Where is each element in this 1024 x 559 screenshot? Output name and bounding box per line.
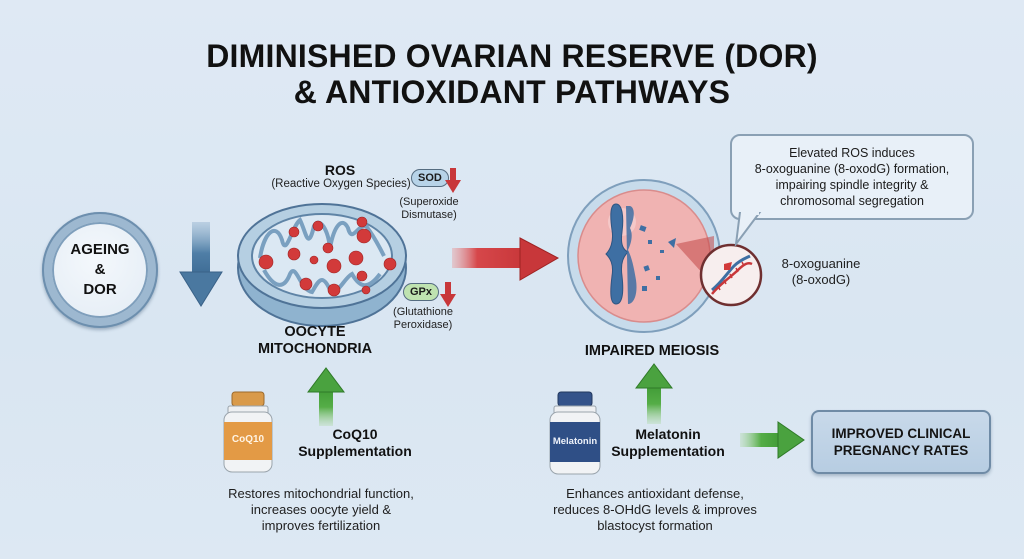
ros-particles — [258, 216, 397, 297]
coq10-up-arrow-icon — [307, 367, 345, 426]
ros-particle — [326, 258, 342, 274]
dna-damage-label: 8-oxoguanine (8-oxodG) — [766, 256, 876, 288]
ros-subtitle: (Reactive Oxygen Species) — [271, 178, 411, 190]
coq10-title: CoQ10 Supplementation — [290, 426, 420, 460]
ros-particle — [356, 228, 372, 244]
coq10-bottle-icon — [223, 391, 273, 473]
melatonin-bottle-label: Melatonin — [552, 436, 598, 447]
melatonin-title: Melatonin Supplementation — [598, 426, 738, 460]
callout-line-2: 8-oxoguanine (8-oxodG) formation, — [754, 162, 950, 176]
coq10-desc-line-3: improves fertilization — [261, 518, 381, 533]
coq10-desc-line-1: Restores mitochondrial function, — [228, 486, 414, 501]
gpx-name-line-1: (Glutathione — [393, 306, 453, 318]
dor-text: DOR — [83, 281, 117, 298]
ros-effect-callout: Elevated ROS induces 8-oxoguanine (8-oxo… — [730, 134, 974, 220]
melatonin-description: Enhances antioxidant defense, reduces 8-… — [520, 486, 790, 534]
title-line-2: & ANTIOXIDANT PATHWAYS — [293, 74, 731, 110]
melatonin-desc-line-2: reduces 8-OHdG levels & improves — [553, 502, 757, 517]
ros-particle — [299, 277, 313, 291]
coq10-description: Restores mitochondrial function, increas… — [196, 486, 446, 534]
ros-particle — [309, 255, 319, 265]
coq10-desc-line-2: increases oocyte yield & — [250, 502, 392, 517]
mitochondrion-illustration — [237, 203, 407, 327]
gpx-decrease-arrow-icon — [440, 282, 456, 307]
coq10-title-line-1: CoQ10 — [332, 426, 378, 442]
ageing-dor-label: AGEING & DOR — [52, 222, 148, 318]
ros-particle — [348, 250, 364, 266]
callout-line-1: Elevated ROS induces — [789, 146, 915, 160]
impaired-meiosis-label: IMPAIRED MEIOSIS — [584, 343, 720, 359]
ros-particle — [383, 257, 397, 271]
ageing-dor-node: AGEING & DOR — [42, 212, 158, 328]
sod-name-line-1: (Superoxide — [399, 196, 459, 208]
mito-label-line-2: MITOCHONDRIA — [257, 341, 373, 357]
oocyte-illustration — [567, 179, 721, 333]
right-arrow-icon — [452, 237, 560, 281]
ros-particle — [287, 247, 301, 261]
callout-line-3: impairing spindle integrity & — [775, 178, 929, 192]
ros-title: ROS — [324, 162, 356, 178]
ros-particle — [327, 283, 341, 297]
diagram-title: DIMINISHED OVARIAN RESERVE (DOR) & ANTIO… — [0, 38, 1024, 110]
melatonin-title-line-2: Supplementation — [611, 443, 725, 459]
ros-particle — [312, 220, 324, 232]
ros-particle — [288, 226, 300, 238]
mitochondria-label: OOCYTE MITOCHONDRIA — [240, 324, 390, 358]
ros-particle — [258, 254, 274, 270]
ros-particle — [356, 216, 368, 228]
sod-badge: SOD — [411, 169, 449, 187]
coq10-bottle-label: CoQ10 — [231, 434, 265, 445]
melatonin-up-arrow-icon — [635, 363, 673, 424]
gpx-fullname: (Glutathione Peroxidase) — [380, 306, 466, 332]
down-arrow-icon — [179, 222, 223, 307]
melatonin-desc-line-1: Enhances antioxidant defense, — [566, 486, 744, 501]
coq10-title-line-2: Supplementation — [298, 443, 412, 459]
outcome-box: IMPROVED CLINICAL PREGNANCY RATES — [811, 410, 991, 474]
outcome-right-arrow-icon — [740, 421, 805, 459]
callout-line-4: chromosomal segregation — [780, 194, 924, 208]
sod-fullname: (Superoxide Dismutase) — [388, 196, 470, 222]
dna-label-line-1: 8-oxoguanine — [781, 256, 861, 271]
outcome-line-1: IMPROVED CLINICAL — [831, 426, 971, 441]
melatonin-title-line-1: Melatonin — [635, 426, 701, 442]
title-line-1: DIMINISHED OVARIAN RESERVE (DOR) — [206, 38, 818, 74]
melatonin-bottle-icon — [549, 391, 601, 475]
ros-particle — [361, 285, 371, 295]
outcome-line-2: PREGNANCY RATES — [833, 443, 969, 458]
gpx-badge: GPx — [403, 283, 440, 301]
dna-icon — [699, 243, 763, 307]
mito-label-line-1: OOCYTE — [284, 324, 346, 340]
gpx-name-line-2: Peroxidase) — [393, 319, 453, 331]
melatonin-desc-line-3: blastocyst formation — [597, 518, 713, 533]
ros-particle — [356, 270, 368, 282]
sod-name-line-2: Dismutase) — [401, 209, 457, 221]
ros-particle — [322, 242, 334, 254]
dna-label-line-2: (8-oxodG) — [791, 272, 851, 287]
sod-decrease-arrow-icon — [445, 168, 461, 193]
ampersand-text: & — [94, 261, 106, 278]
gpx-enzyme: GPx — [403, 282, 440, 301]
ageing-text: AGEING — [70, 241, 130, 258]
sod-enzyme: SOD — [411, 168, 449, 187]
callout-pointer — [734, 212, 762, 246]
